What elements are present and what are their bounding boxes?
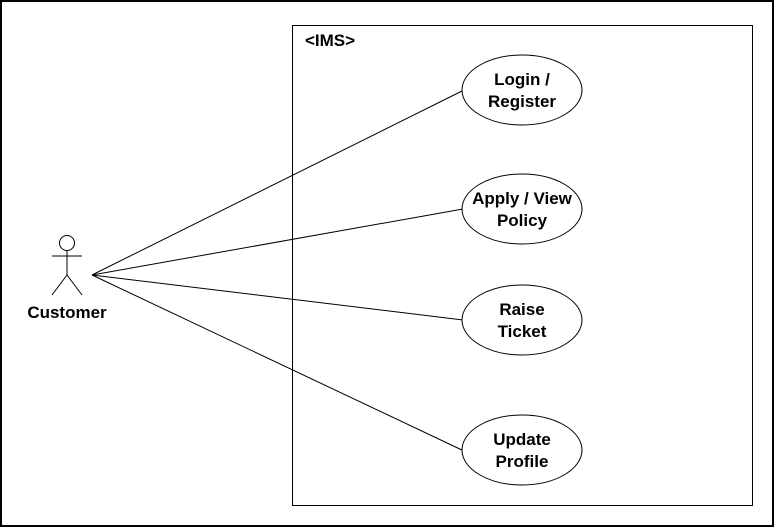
association-lines bbox=[91, 89, 465, 452]
system-title: <IMS> bbox=[305, 31, 355, 50]
use-case-ellipse bbox=[461, 414, 583, 486]
association-update-profile bbox=[91, 274, 465, 452]
use-case-login-register: Login / Register bbox=[461, 54, 583, 126]
use-case-ellipse bbox=[461, 173, 583, 245]
use-case-label-line-2: Ticket bbox=[498, 322, 547, 341]
use-case-raise-ticket: Raise Ticket bbox=[461, 284, 583, 356]
actor-name: Customer bbox=[27, 303, 107, 322]
actor-head bbox=[59, 235, 75, 251]
actor-right-leg bbox=[66, 274, 83, 296]
use-case-label-line-1: Update bbox=[493, 430, 551, 449]
use-case-apply-view-policy: Apply / View Policy bbox=[461, 173, 583, 245]
use-case-label-line-1: Raise bbox=[499, 300, 544, 319]
association-login-register bbox=[91, 89, 465, 276]
use-case-label-line-2: Register bbox=[488, 92, 556, 111]
association-apply-view-policy bbox=[91, 208, 464, 276]
association-raise-ticket bbox=[91, 274, 464, 321]
use-case-label-line-1: Login / bbox=[494, 70, 550, 89]
use-case-label-line-2: Policy bbox=[497, 211, 548, 230]
actor-left-leg bbox=[51, 274, 68, 296]
use-case-ellipse bbox=[461, 54, 583, 126]
actor-customer: Customer bbox=[27, 235, 107, 322]
use-case-ellipse bbox=[461, 284, 583, 356]
use-case-label-line-1: Apply / View bbox=[472, 189, 573, 208]
use-case-update-profile: Update Profile bbox=[461, 414, 583, 486]
use-case-label-line-2: Profile bbox=[496, 452, 549, 471]
